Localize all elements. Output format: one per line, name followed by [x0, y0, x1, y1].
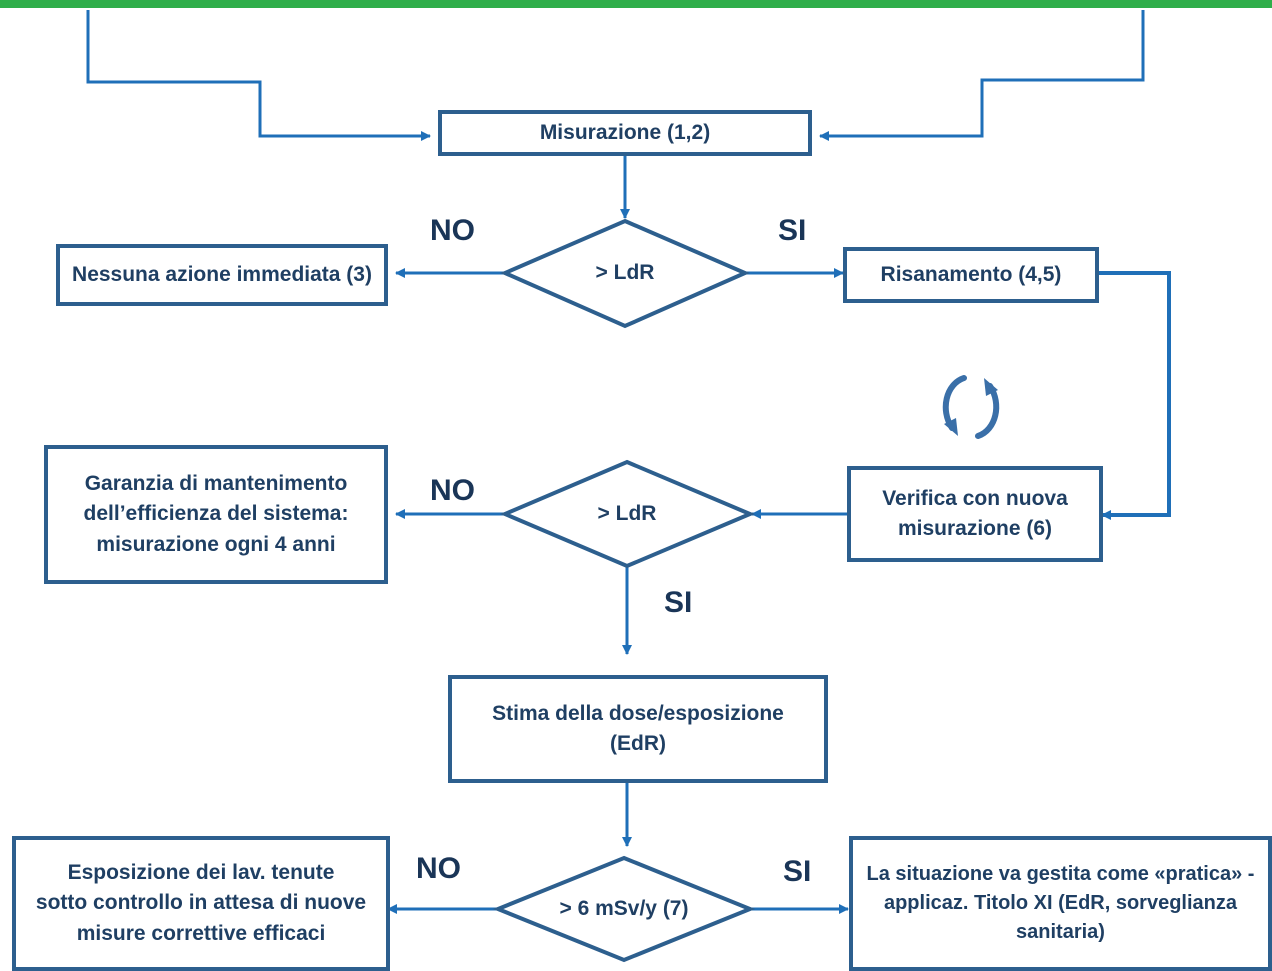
situazione-line-1: La situazione va gestita come «pratica» …: [866, 863, 1255, 885]
nessuna-azione-box: Nessuna azione immediata (3): [56, 244, 388, 306]
esposizione-line-1: Esposizione dei lav. tenute: [67, 860, 335, 884]
decision-2-text: > LdR: [597, 502, 657, 525]
top-accent-bar: [0, 0, 1272, 8]
stima-box: Stima della dose/esposizione (EdR): [448, 675, 828, 783]
situazione-line-2: applicaz. Titolo XI (EdR, sorveglianza: [883, 892, 1238, 914]
refresh-cycle-icon: [942, 375, 1000, 439]
decision-diamond-1: [500, 218, 750, 329]
connector-top-left: [86, 10, 431, 141]
decision-1-text: > LdR: [595, 261, 655, 284]
situazione-box: La situazione va gestita come «pratica» …: [849, 836, 1272, 971]
d1-si-label: SI: [778, 214, 807, 247]
garanzia-line-3: misurazione ogni 4 anni: [96, 532, 336, 556]
stima-line-1: Stima della dose/esposizione: [492, 701, 784, 725]
connector-risanamento-verifica: [1096, 271, 1171, 520]
garanzia-line-2: dell’efficienza del sistema:: [83, 502, 349, 526]
situazione-line-3: sanitaria): [1016, 921, 1105, 943]
d3-no-label: NO: [416, 852, 461, 885]
d1-no-label: NO: [430, 214, 475, 247]
d2-no-label: NO: [430, 474, 475, 507]
garanzia-line-1: Garanzia di mantenimento: [84, 471, 348, 495]
risanamento-text: Risanamento (4,5): [880, 262, 1062, 286]
esposizione-line-3: misure correttive efficaci: [76, 921, 326, 945]
verifica-line-1: Verifica con nuova: [882, 486, 1068, 510]
decision-diamond-3: [492, 855, 756, 963]
verifica-line-2: misurazione (6): [897, 517, 1053, 540]
misurazione-box: Misurazione (1,2): [438, 110, 812, 156]
risanamento-box: Risanamento (4,5): [843, 247, 1099, 303]
stima-line-2: (EdR): [610, 732, 666, 755]
d3-si-label: SI: [783, 855, 812, 888]
nessuna-azione-text: Nessuna azione immediata (3): [72, 262, 372, 286]
esposizione-box: Esposizione dei lav. tenute sotto contro…: [12, 836, 390, 971]
decision-3-text: > 6 mSv/y (7): [559, 897, 689, 920]
esposizione-line-2: sotto controllo in attesa di nuove: [35, 891, 367, 915]
d2-si-label: SI: [664, 586, 693, 619]
decision-diamond-2: [499, 459, 756, 569]
misurazione-text: Misurazione (1,2): [539, 120, 711, 144]
connector-top-right: [819, 10, 1145, 141]
verifica-box: Verifica con nuova misurazione (6): [847, 466, 1103, 562]
garanzia-box: Garanzia di mantenimento dell’efficienza…: [44, 445, 388, 584]
